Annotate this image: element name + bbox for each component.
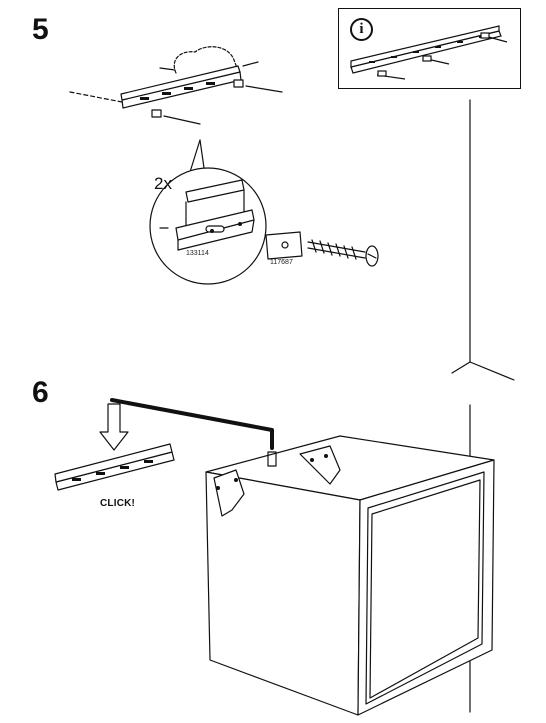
wall-rail-step6 <box>54 443 175 491</box>
info-box: i <box>338 8 521 89</box>
info-icon: i <box>350 18 373 41</box>
cabinet-icon <box>205 435 495 716</box>
detail-callout <box>149 139 267 285</box>
screw-icon <box>376 32 508 80</box>
wall-rail-step5 <box>69 46 283 125</box>
push-down-arrow-icon <box>99 403 129 451</box>
wall-rail-icon <box>350 25 502 74</box>
click-label: CLICK! <box>100 498 136 509</box>
part-number-rail: 133114 <box>186 250 209 257</box>
link-band <box>110 398 274 450</box>
quantity-label: 2x <box>154 174 172 193</box>
part-number-plate: 117687 <box>270 259 293 266</box>
step-6-number: 6 <box>32 376 49 409</box>
step-5-number: 5 <box>32 13 49 46</box>
info-rail-illustration <box>350 25 508 80</box>
screw-icon <box>307 239 379 267</box>
plate-part <box>265 231 303 260</box>
